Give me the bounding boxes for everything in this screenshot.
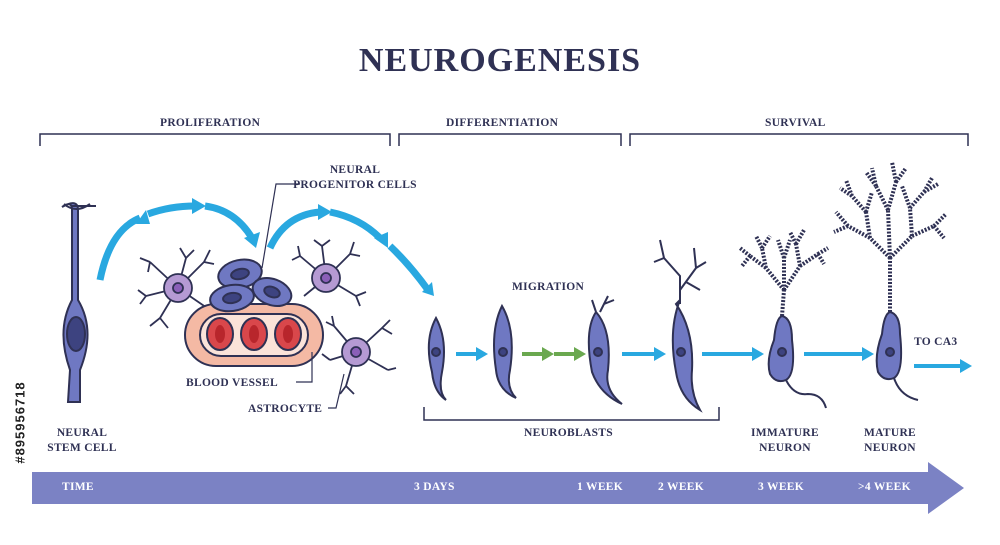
neuroblasts-bracket	[423, 407, 720, 421]
label-neural-progenitor-cells-line2: PROGENITOR CELLS	[293, 179, 417, 191]
migration-arrows	[456, 352, 962, 368]
label-neural-stem-cell: NEURAL STEM CELL	[40, 426, 124, 456]
label-mature-neuron-line2: NEURON	[864, 442, 916, 454]
label-immature-neuron: IMMATURE NEURON	[740, 426, 830, 456]
label-migration: MIGRATION	[512, 281, 585, 293]
label-to-ca3: TO CA3	[914, 336, 958, 348]
label-neuroblasts: NEUROBLASTS	[524, 427, 613, 439]
stock-id-label: #895956718	[12, 381, 28, 464]
timeline-label: TIME	[62, 481, 94, 493]
label-mature-neuron: MATURE NEURON	[850, 426, 930, 456]
timeline-mark-4-week: >4 WEEK	[858, 481, 911, 493]
survival-bracket	[629, 133, 969, 146]
neuroblast-3	[587, 295, 623, 405]
label-neural-stem-cell-line2: STEM CELL	[47, 442, 117, 454]
diagram-title: NEUROGENESIS	[358, 42, 642, 79]
astrocyte-lower	[321, 315, 397, 395]
migration-arrowheads	[476, 347, 972, 373]
timeline-mark-2-week: 2 WEEK	[658, 481, 705, 493]
proliferation-arrowheads	[136, 198, 434, 296]
label-blood-vessel: BLOOD VESSEL	[186, 377, 278, 389]
stage-label-differentiation: DIFFERENTIATION	[446, 117, 559, 129]
timeline-mark-3-week: 3 WEEK	[758, 481, 805, 493]
leader-lines	[261, 183, 345, 409]
neural-stem-cell	[61, 202, 96, 403]
mature-neuron	[833, 161, 948, 401]
stage-label-survival: SURVIVAL	[765, 117, 826, 129]
neural-progenitor-cells	[209, 258, 293, 313]
astrocyte-upper-right	[291, 239, 367, 307]
neuroblast-1	[427, 315, 447, 401]
timeline-mark-1-week: 1 WEEK	[577, 481, 624, 493]
differentiation-bracket	[398, 133, 622, 146]
label-neural-progenitor-cells: NEURAL PROGENITOR CELLS	[290, 163, 420, 193]
stage-label-proliferation: PROLIFERATION	[160, 117, 261, 129]
label-immature-neuron-line2: NEURON	[759, 442, 811, 454]
proliferation-bracket	[39, 133, 391, 146]
time-arrow	[32, 462, 964, 514]
label-neural-progenitor-cells-line1: NEURAL	[329, 164, 381, 176]
proliferation-arrows	[96, 202, 431, 293]
timeline-mark-3-days: 3 DAYS	[414, 481, 455, 493]
neuroblast-2	[493, 303, 517, 399]
label-mature-neuron-line1: MATURE	[863, 427, 917, 439]
astrocyte-left	[137, 247, 223, 329]
label-immature-neuron-line1: IMMATURE	[751, 427, 819, 439]
label-neural-stem-cell-line1: NEURAL	[56, 427, 108, 439]
neuroblast-4	[653, 239, 707, 413]
immature-neuron	[738, 229, 830, 409]
label-astrocyte: ASTROCYTE	[248, 403, 323, 415]
blood-vessel	[184, 303, 324, 367]
